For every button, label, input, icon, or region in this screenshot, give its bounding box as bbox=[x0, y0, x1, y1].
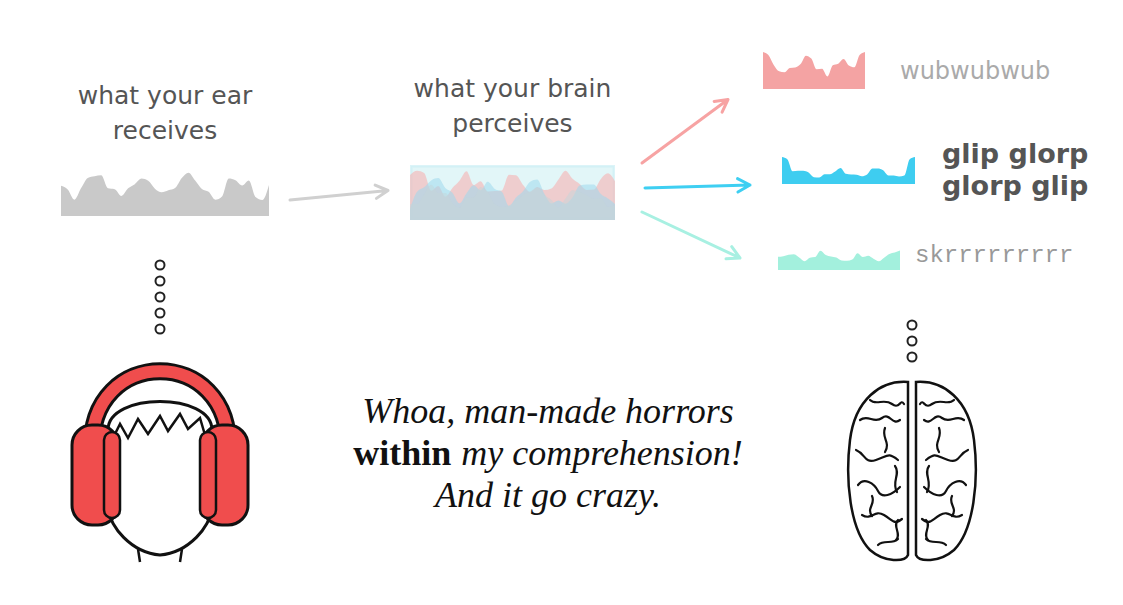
ear-cushion bbox=[200, 432, 216, 518]
brain-fold bbox=[862, 513, 902, 522]
caption-line: And it go crazy. bbox=[298, 474, 798, 516]
dot bbox=[156, 277, 165, 286]
caption-line: withinmy comprehension! bbox=[298, 432, 798, 474]
waveform-label: skrrrrrrrrr bbox=[915, 241, 1073, 271]
waveform bbox=[782, 157, 915, 184]
waveform-node: glip glorp glorp glip bbox=[782, 138, 1102, 202]
arrow bbox=[645, 179, 750, 192]
label-group: wubwubwub bbox=[900, 56, 1050, 86]
dot bbox=[156, 261, 165, 270]
waveform-shape bbox=[763, 52, 865, 89]
caption-text: my comprehension! bbox=[461, 432, 743, 474]
brain-hemisphere bbox=[916, 382, 976, 560]
brain-fold bbox=[896, 520, 898, 540]
brain-fold bbox=[870, 496, 873, 516]
dotted-leader-left bbox=[156, 261, 165, 334]
brain-fold bbox=[858, 481, 900, 495]
label-group: glip glorp glorp glip bbox=[942, 138, 1102, 202]
waveform-node: what your ear receives bbox=[50, 78, 280, 216]
waveform-shape bbox=[410, 185, 615, 220]
dot bbox=[908, 321, 917, 330]
waveform-shape bbox=[782, 157, 915, 184]
waveform bbox=[763, 52, 865, 89]
dot bbox=[156, 309, 165, 318]
waveform-ground bbox=[411, 166, 614, 219]
face-outline bbox=[106, 402, 214, 556]
caption-text: Whoa, man-made horrors bbox=[362, 390, 734, 432]
brain-fold bbox=[860, 416, 900, 421]
waveform-node: what your brain perceives bbox=[390, 71, 635, 220]
waveform bbox=[778, 243, 900, 270]
dotted-leader-right bbox=[908, 321, 917, 362]
waveform-node: skrrrrrrrrr bbox=[778, 241, 1073, 271]
arrow bbox=[642, 212, 740, 259]
head-with-headphones bbox=[72, 371, 248, 562]
waveform-label: what your brain perceives bbox=[398, 71, 628, 141]
brain-fold bbox=[870, 400, 904, 406]
brain-folds bbox=[856, 400, 904, 545]
waveform-shape bbox=[410, 178, 615, 220]
caption: Whoa, man-made horrorswithinmy comprehen… bbox=[298, 390, 798, 516]
waveform bbox=[410, 165, 615, 220]
brain bbox=[848, 382, 976, 560]
caption-text: And it go crazy. bbox=[435, 474, 661, 516]
dot bbox=[908, 337, 917, 346]
waveform-shape bbox=[61, 173, 269, 216]
hair bbox=[112, 414, 212, 440]
waveform-node: wubwubwub bbox=[763, 52, 1050, 89]
dot bbox=[156, 293, 165, 302]
ear-cushion bbox=[104, 432, 120, 518]
waveform-shape bbox=[778, 250, 900, 269]
waveform bbox=[61, 168, 269, 216]
brain-folds bbox=[920, 400, 968, 545]
arrow bbox=[642, 100, 728, 164]
brain-fold bbox=[884, 428, 887, 452]
caption-text: within bbox=[353, 432, 451, 474]
neck bbox=[138, 549, 182, 562]
dot bbox=[908, 353, 917, 362]
dot bbox=[156, 325, 165, 334]
caption-line: Whoa, man-made horrors bbox=[298, 390, 798, 432]
label-group: what your brain perceives bbox=[398, 71, 628, 141]
waveform-label: wubwubwub bbox=[900, 56, 1050, 86]
arrow bbox=[290, 185, 388, 200]
waveform-label: glip glorp glorp glip bbox=[942, 138, 1102, 202]
brain-fold bbox=[895, 466, 897, 492]
label-group: skrrrrrrrrr bbox=[915, 241, 1073, 271]
waveform-label: what your ear receives bbox=[75, 78, 255, 148]
label-group: what your ear receives bbox=[75, 78, 255, 148]
brain-hemisphere bbox=[848, 382, 908, 560]
brain-fold bbox=[856, 450, 898, 461]
waveform-shape bbox=[410, 171, 615, 220]
